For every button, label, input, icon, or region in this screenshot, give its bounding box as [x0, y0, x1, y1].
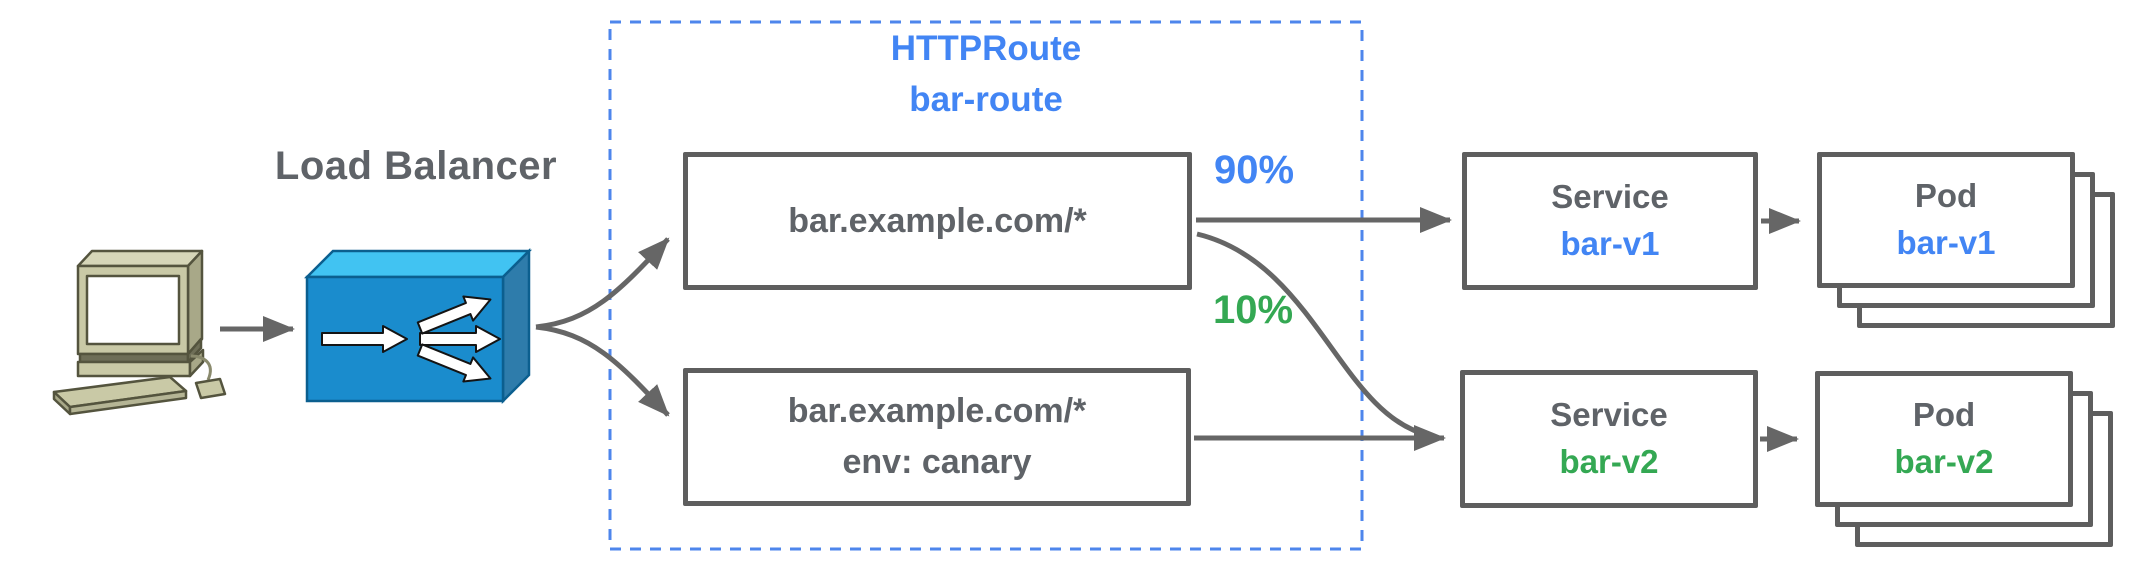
pod-bar-v1-text: Pod bar-v1 — [1896, 173, 1995, 267]
connector-arrows — [220, 207, 1801, 453]
route-rule-primary-box: bar.example.com/* — [683, 152, 1192, 290]
service-bar-v2-box: Service bar-v2 — [1460, 370, 1758, 508]
weight-10-label: 10% — [1212, 288, 1294, 332]
pod-bar-v2-stack: Pod bar-v2 — [1815, 371, 2115, 549]
pod-bar-v2-text: Pod bar-v2 — [1894, 392, 1993, 486]
pod-bar-v1-stack: Pod bar-v1 — [1817, 152, 2117, 330]
weight-90-label: 90% — [1213, 148, 1295, 192]
route-rule-canary-text: bar.example.com/* env: canary — [788, 386, 1087, 488]
service-bar-v1-box: Service bar-v1 — [1462, 152, 1758, 290]
service-bar-v2-text: Service bar-v2 — [1550, 392, 1667, 486]
arrow-lb-to-rule-canary — [535, 324, 670, 417]
pod-name-label: bar-v1 — [1896, 224, 1996, 261]
pod-bar-v2-box: Pod bar-v2 — [1815, 371, 2073, 507]
pod-bar-v1-box: Pod bar-v1 — [1817, 152, 2075, 288]
service-kind-label: Service — [1550, 396, 1668, 434]
load-balancer-label: Load Balancer — [274, 144, 558, 188]
httproute-kind-label: HTTPRoute — [890, 29, 1082, 68]
service-bar-v1-text: Service bar-v1 — [1551, 174, 1668, 268]
httproute-name-label: bar-route — [909, 79, 1063, 119]
pod-kind-label: Pod — [1912, 396, 1976, 434]
fanout-arrows-glyph — [321, 295, 501, 383]
service-name-label: bar-v1 — [1560, 225, 1660, 262]
httproute-title: HTTPRoute bar-route — [610, 24, 1362, 126]
pod-kind-label: Pod — [1914, 177, 1978, 215]
service-name-label: bar-v2 — [1559, 443, 1659, 480]
route-rule-canary-box: bar.example.com/* env: canary — [683, 368, 1191, 506]
service-kind-label: Service — [1551, 178, 1669, 216]
arrow-lb-to-rule-primary — [535, 237, 670, 330]
load-balancer-icon — [303, 247, 533, 405]
client-computer-icon — [52, 249, 227, 416]
route-rule-canary-match: bar.example.com/* — [787, 392, 1087, 430]
route-rule-canary-header: env: canary — [842, 443, 1032, 481]
pod-name-label: bar-v2 — [1894, 443, 1994, 480]
route-rule-primary-match: bar.example.com/* — [788, 201, 1087, 240]
curve-10-to-service-v2 — [1196, 231, 1429, 438]
